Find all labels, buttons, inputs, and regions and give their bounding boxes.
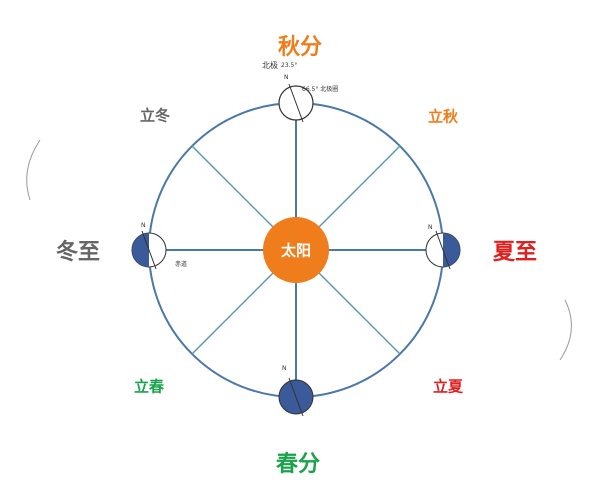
- north-pole-label: 北极: [262, 61, 278, 70]
- earth-autumn-equinox: [278, 83, 314, 123]
- label-winter-solstice: 冬至: [55, 240, 101, 265]
- north-label-right: N: [428, 224, 433, 231]
- label-start-spring: 立春: [133, 377, 165, 396]
- equator-label: 赤道: [175, 261, 188, 268]
- label-start-summer: 立夏: [432, 377, 464, 396]
- label-spring-equinox: 春分: [275, 452, 321, 477]
- label-start-autumn: 立秋: [427, 107, 459, 126]
- rotation-arrow-left: [26, 139, 41, 201]
- label-autumn-equinox: 秋分: [277, 35, 323, 60]
- sun: [263, 217, 329, 283]
- north-label-bottom: N: [282, 365, 287, 372]
- north-label-top: N: [284, 74, 289, 81]
- earth-spring-equinox: [278, 377, 314, 417]
- rotation-arrow-right: [559, 299, 572, 361]
- north-label-left: N: [141, 222, 146, 229]
- arctic-circle-label: 66.5° 北极圈: [302, 86, 339, 93]
- tilt-label: 23.5°: [281, 62, 298, 69]
- earth-summer-solstice: [425, 230, 461, 270]
- label-start-winter: 立冬: [139, 106, 171, 125]
- earth-winter-solstice: [131, 230, 167, 270]
- sun-label: 太阳: [280, 241, 312, 260]
- label-summer-solstice: 夏至: [492, 240, 538, 265]
